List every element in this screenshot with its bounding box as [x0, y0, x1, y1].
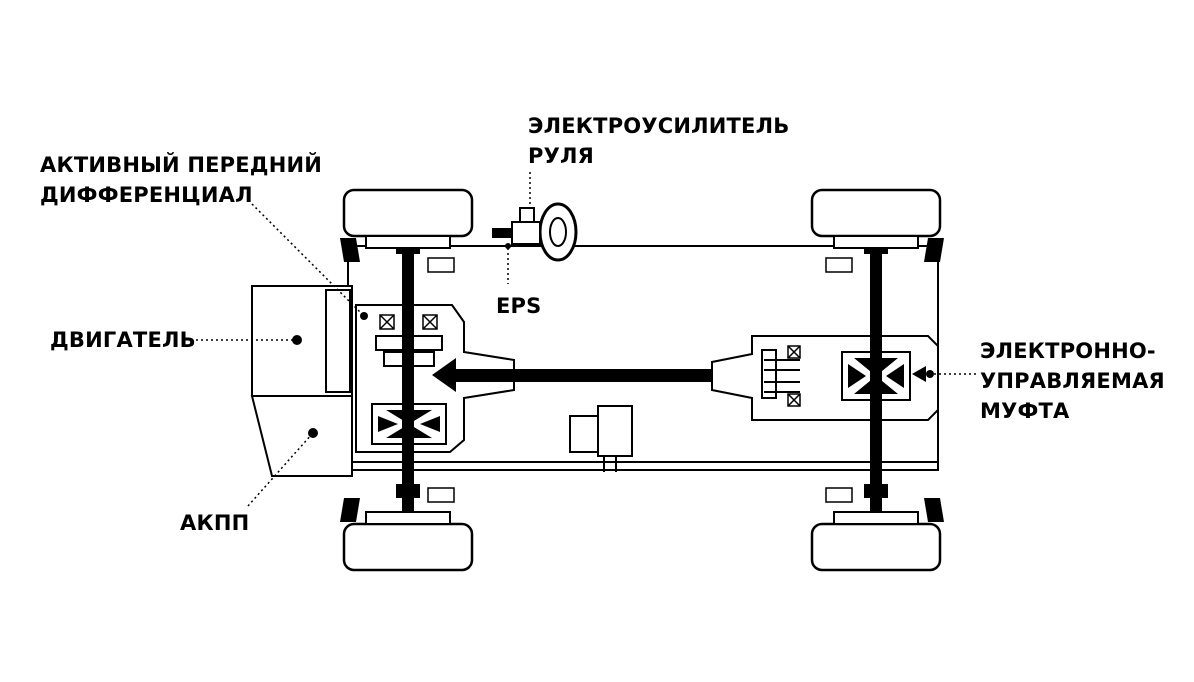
electronic-coupling-label: ЭЛЕКТРОННО- УПРАВЛЯЕМАЯ МУФТА — [980, 339, 1165, 423]
wheel-sensors — [427, 257, 853, 503]
wheel-front-right — [340, 498, 474, 572]
eps-motor-label: ЭЛЕКТРОУСИЛИТЕЛЬ РУЛЯ — [528, 114, 790, 168]
wheel-front-left — [340, 188, 474, 262]
engine-block — [251, 285, 353, 397]
transmission-label: АКПП — [180, 511, 250, 535]
eps-label: EPS — [496, 294, 542, 318]
wheel-rear-left — [810, 188, 944, 262]
eps-unit — [492, 202, 578, 262]
leader-dots — [292, 312, 934, 438]
wheel-rear-right — [810, 498, 944, 572]
active-front-differential-label: АКТИВНЫЙ ПЕРЕДНИЙ ДИФФЕРЕНЦИАЛ — [40, 153, 323, 207]
coupling-arrow-icon — [912, 366, 926, 382]
control-unit — [569, 405, 633, 472]
transmission-block — [250, 395, 353, 477]
engine-label: ДВИГАТЕЛЬ — [50, 328, 196, 352]
leader-lines — [196, 172, 978, 507]
rear-coupling-housing — [711, 335, 939, 421]
